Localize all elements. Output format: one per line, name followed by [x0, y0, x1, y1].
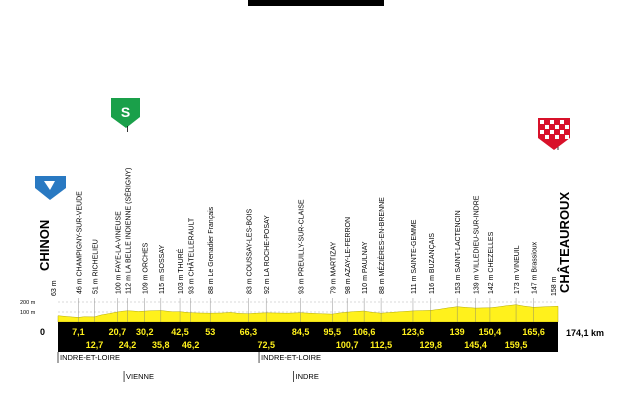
start-arrow-icon — [44, 181, 55, 190]
finish-flag-check — [555, 135, 559, 139]
km-marker-label: 72,5 — [257, 340, 275, 350]
place-label: 115 m SOSSAY — [159, 245, 166, 294]
finish-flag-check — [545, 125, 549, 129]
place-label: 93 m CHÂTELLERAULT — [187, 217, 196, 294]
km-marker-label: 159,5 — [505, 340, 528, 350]
finish-flag-check — [540, 130, 544, 134]
km-marker-label: 84,5 — [292, 327, 310, 337]
finish-flag-check — [540, 120, 544, 124]
finish-flag-check — [545, 135, 549, 139]
place-label: 139 m VILLEDIEU-SUR-INDRE — [474, 195, 481, 294]
place-label: 46 m CHAMPIGNY-SUR-VEUDE — [76, 191, 83, 294]
finish-flag-check — [565, 125, 569, 129]
finish-flag-icon — [538, 118, 570, 150]
place-label: 109 m ORCHES — [143, 242, 150, 294]
place-label: 112 m LA BELLE INDIENNE (SÉRIGNY) — [124, 168, 133, 294]
place-label: 116 m BUZANÇAIS — [429, 233, 436, 294]
place-label: 147 m Brassioux — [532, 241, 539, 294]
finish-name-label: CHÂTEAUROUX — [557, 192, 572, 293]
km-marker-label: 66,3 — [240, 327, 258, 337]
sprint-symbol: S — [121, 104, 130, 120]
km-marker-label: 95,5 — [324, 327, 342, 337]
place-label: 88 m MÉZIÈRES-EN-BRENNE — [377, 197, 386, 294]
place-label: 103 m THURÉ — [176, 248, 185, 294]
place-label: 142 m CHEZELLES — [488, 231, 495, 294]
km-marker-label: 150,4 — [479, 327, 502, 337]
place-label: 92 m LA ROCHE-POSAY — [264, 215, 271, 294]
place-label: 83 m COUSSAY-LES-BOIS — [246, 208, 253, 294]
km-marker-label: 53 — [205, 327, 215, 337]
header-bar — [248, 0, 384, 6]
y-tick-label: 100 m — [20, 310, 36, 316]
start-name-label: CHINON — [37, 220, 52, 271]
finish-flag-check — [560, 120, 564, 124]
km-marker-label: 112,5 — [370, 340, 392, 350]
km-marker-label: 7,1 — [72, 327, 85, 337]
elevation-profile-area — [57, 304, 559, 323]
region-label: INDRE-ET-LOIRE — [60, 353, 120, 362]
km-marker-label: 35,8 — [152, 340, 170, 350]
km-marker-label: 106,6 — [353, 327, 376, 337]
place-label: 153 m SAINT-LACTENCIN — [455, 210, 462, 294]
finish-flag-check — [565, 135, 569, 139]
place-label: 93 m PREUILLY-SUR-CLAISE — [299, 199, 306, 294]
finish-altitude-label: 158 m — [551, 276, 558, 296]
km-marker-label: 24,2 — [119, 340, 137, 350]
place-label: 98 m AZAY-LE-FERRON — [345, 217, 352, 294]
finish-flag-check — [550, 120, 554, 124]
km-band — [58, 322, 558, 352]
sprint-flag-icon — [111, 98, 140, 128]
km-marker-label: 46,2 — [182, 340, 200, 350]
km-marker-label: 30,2 — [136, 327, 154, 337]
place-label: 51 m RICHELIEU — [92, 239, 99, 294]
place-label: 110 m PAULNAY — [362, 241, 369, 294]
km-marker-label: 12,7 — [86, 340, 104, 350]
total-distance-label: 174,1 km — [566, 328, 604, 338]
place-label: 88 m Le Grenadier Français — [208, 206, 215, 294]
km-marker-label: 145,4 — [464, 340, 487, 350]
km-marker-label: 129,8 — [420, 340, 443, 350]
place-label: 79 m MARTIZAY — [330, 241, 337, 294]
region-label: VIENNE — [126, 372, 154, 381]
place-label: 100 m FAYE-LA-VINEUSE — [115, 211, 122, 294]
start-km-label: 0 — [40, 327, 45, 337]
y-tick-label: 200 m — [20, 300, 36, 306]
km-marker-label: 100,7 — [336, 340, 359, 350]
region-label: INDRE — [295, 372, 318, 381]
place-label: 173 m VINEUIL — [514, 245, 521, 294]
km-marker-label: 20,7 — [109, 327, 127, 337]
finish-flag-check — [560, 130, 564, 134]
km-marker-label: 42,5 — [171, 327, 189, 337]
finish-flag-check — [555, 125, 559, 129]
start-altitude-label: 63 m — [51, 280, 58, 296]
km-marker-label: 123,6 — [402, 327, 425, 337]
place-label: 111 m SAINTE-GEMME — [411, 219, 418, 294]
km-marker-label: 139 — [450, 327, 465, 337]
km-marker-label: 165,6 — [522, 327, 545, 337]
finish-flag-check — [550, 130, 554, 134]
region-label: INDRE-ET-LOIRE — [261, 353, 321, 362]
